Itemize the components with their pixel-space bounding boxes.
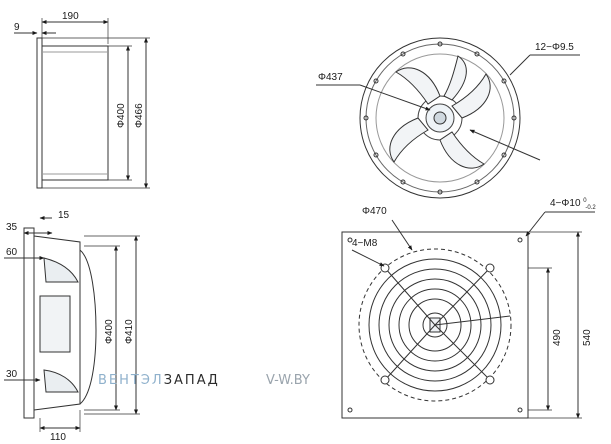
dim-540: 540 (582, 329, 593, 346)
dim-15: 15 (58, 210, 70, 221)
dim-m8: 4−M8 (352, 238, 378, 249)
front-view-top (316, 37, 580, 199)
dim-holes-4-tol-lower: -0.2 (585, 205, 596, 211)
dim-dia-400-top: Φ400 (116, 103, 127, 128)
dim-9: 9 (14, 22, 20, 33)
dim-dia-466-top: Φ466 (134, 103, 145, 128)
side-view-top (14, 18, 150, 189)
dim-dia-437: Φ437 (318, 72, 343, 83)
watermark: ВЕНТЭЛЗАПАД V-W.BY (98, 373, 310, 388)
dim-110: 110 (50, 432, 66, 443)
dim-60: 60 (6, 247, 18, 258)
dim-dia-470: Φ470 (362, 206, 387, 217)
dim-30: 30 (6, 369, 18, 380)
watermark-brand: ВЕНТЭЛЗАПАД (98, 373, 220, 388)
watermark-site: V-W.BY (266, 373, 310, 388)
dim-dia-400-bottom: Φ400 (104, 319, 115, 344)
dim-dia-410-bottom: Φ410 (124, 319, 135, 344)
dim-35: 35 (6, 222, 18, 233)
front-view-bottom (341, 211, 595, 419)
side-view-bottom (4, 216, 140, 432)
dim-holes-4-main: 4−Φ10 (550, 198, 581, 209)
dim-holes-4-tol-upper: 0 (583, 198, 587, 204)
dim-holes-12: 12−Φ9.5 (535, 42, 574, 53)
watermark-brand-part2: ЗАПАД (164, 373, 220, 388)
watermark-brand-part1: ВЕНТЭЛ (98, 373, 164, 388)
dim-190: 190 (62, 11, 79, 22)
dim-holes-4: 4−Φ10 0 -0.2 (550, 194, 596, 211)
dim-490: 490 (552, 329, 563, 346)
